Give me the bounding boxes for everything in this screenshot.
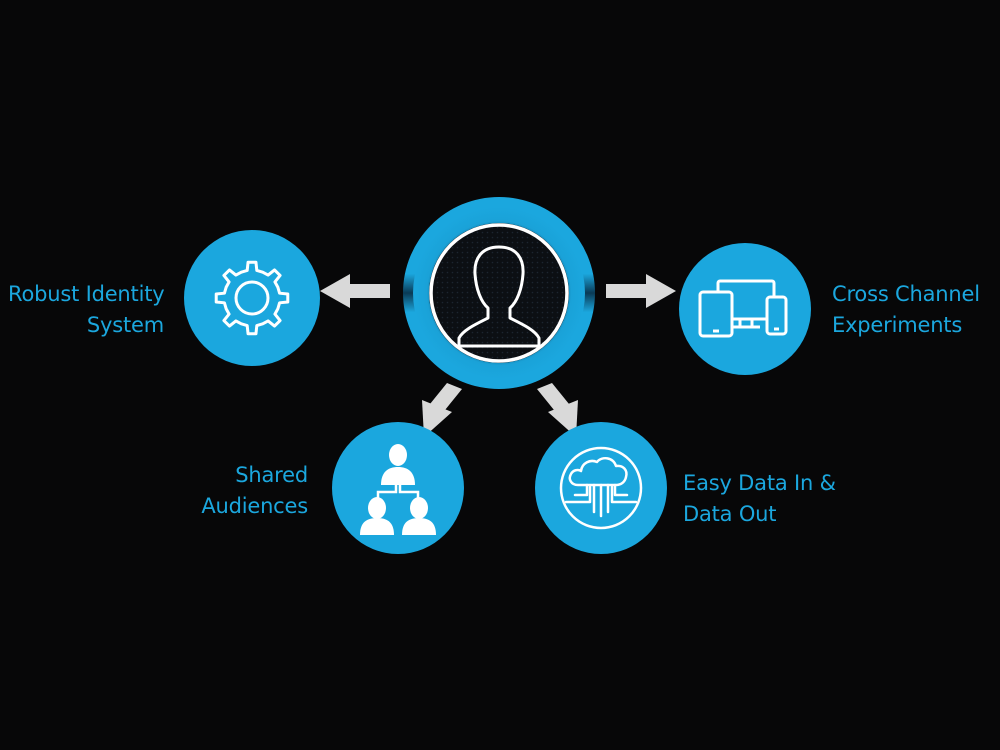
easy-data-label: Easy Data In & Data Out xyxy=(683,468,836,530)
easy-data-ring xyxy=(559,446,643,530)
devices-icon xyxy=(698,279,788,338)
robust-identity-label: Robust Identity System xyxy=(8,279,165,341)
cross-channel-label-line2: Experiments xyxy=(832,313,963,337)
shared-audiences-label-line1: Shared xyxy=(235,463,308,487)
arrow-to-cross-channel xyxy=(606,274,676,308)
shared-audiences-label-line2: Audiences xyxy=(201,494,308,518)
cloud-data-icon xyxy=(564,457,638,518)
shared-audiences-label: Shared Audiences xyxy=(170,460,308,522)
center-user-node xyxy=(403,197,595,389)
shared-audiences-node xyxy=(332,422,464,554)
cross-channel-label-line1: Cross Channel xyxy=(832,282,980,306)
audience-group-icon xyxy=(360,444,436,535)
cross-channel-label: Cross Channel Experiments xyxy=(832,279,980,341)
arrow-to-easy-data xyxy=(537,383,578,437)
arrow-to-shared-audiences xyxy=(422,383,462,437)
gear-icon xyxy=(214,260,290,336)
robust-identity-node xyxy=(184,230,320,366)
person-silhouette-icon xyxy=(457,245,541,348)
robust-identity-label-line2: System xyxy=(86,313,164,337)
arrow-to-robust-identity xyxy=(320,274,390,308)
easy-data-label-line2: Data Out xyxy=(683,502,777,526)
cross-channel-node xyxy=(679,243,811,375)
easy-data-label-line1: Easy Data In & xyxy=(683,471,836,495)
robust-identity-label-line1: Robust Identity xyxy=(8,282,165,306)
easy-data-node xyxy=(535,422,667,554)
